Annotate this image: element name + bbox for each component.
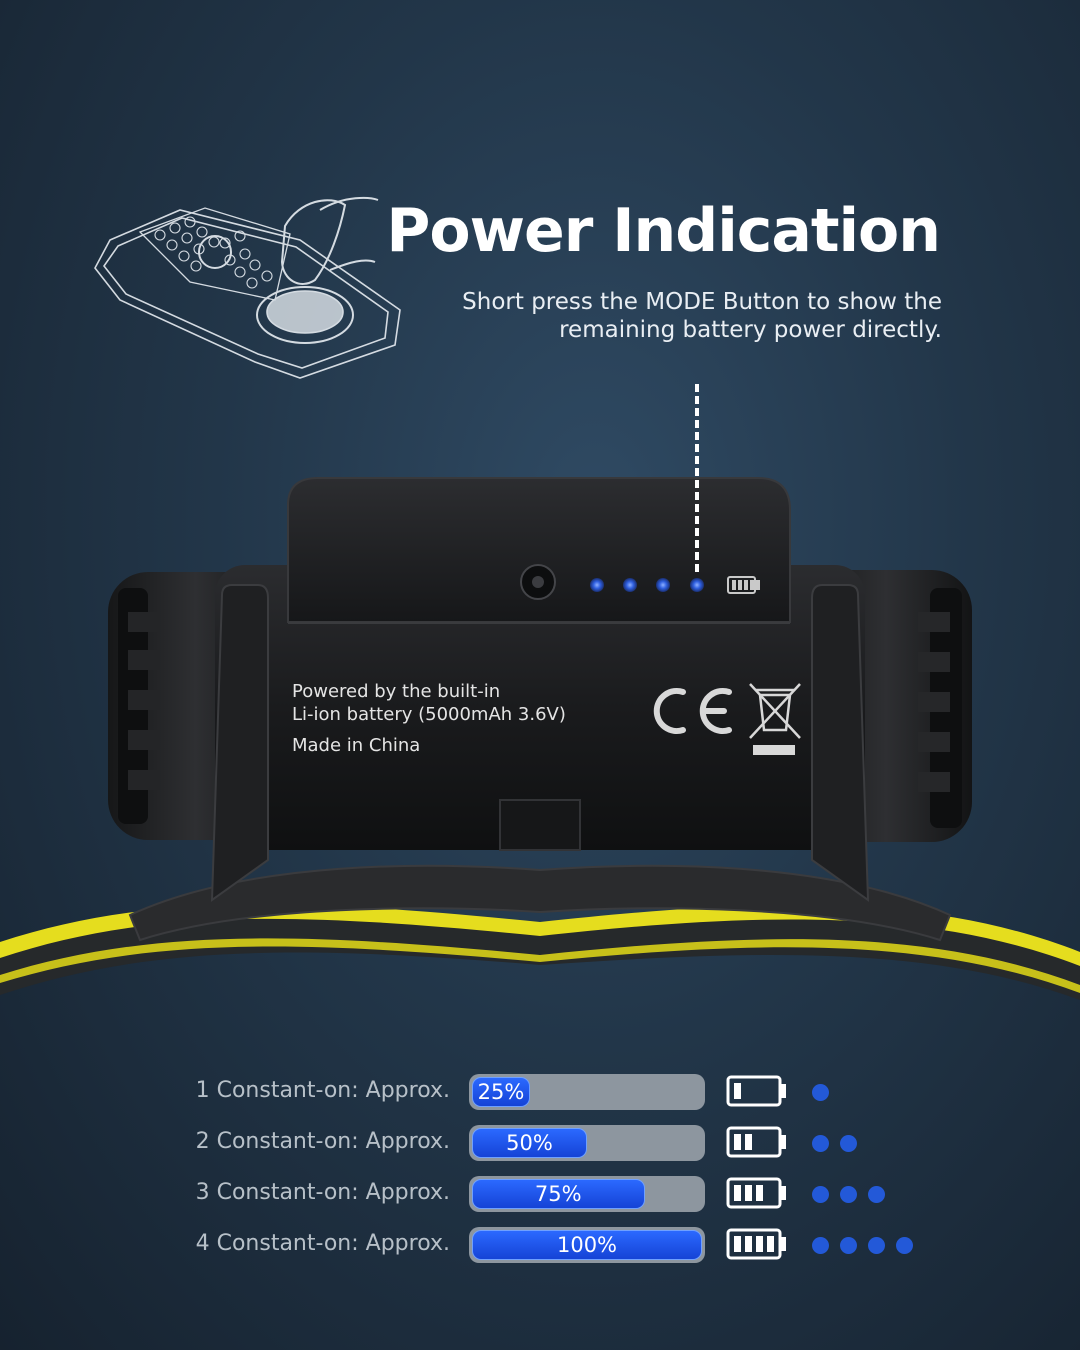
led-dot [868,1186,885,1203]
bottom-clip [499,799,581,851]
led-dot [868,1237,885,1254]
level-percent-text: 100% [556,1233,618,1257]
level-progress-fill [472,1179,645,1209]
device-label-origin: Made in China [292,735,421,756]
device-battery-icon [727,576,760,594]
lamp-body [215,565,865,850]
led-dots [812,1135,868,1153]
battery-level-row: 2 Constant-on: Approx. 50% [0,1125,1080,1176]
level-label: 4 Constant-on: Approx. [195,1231,450,1256]
led-dot [812,1135,829,1152]
battery-level-list: 1 Constant-on: Approx. 25% 2 Constant-on: … [0,1074,1080,1278]
battery-level-row: 3 Constant-on: Approx. 75% [0,1176,1080,1227]
page-subtitle: Short press the MODE Button to show the … [382,288,942,344]
level-percent-text: 75% [534,1182,582,1206]
device-label-line-2: Li-ion battery (5000mAh 3.6V) [292,704,566,725]
callout-dashed-line [695,384,699,572]
weee-bin-icon [749,683,801,755]
level-label: 2 Constant-on: Approx. [195,1129,450,1154]
battery-level-row: 4 Constant-on: Approx. 100% [0,1227,1080,1278]
battery-level-icon [726,1075,786,1107]
battery-level-icon [726,1177,786,1209]
device-label: Powered by the built-in Li-ion battery (… [292,680,566,757]
level-percent-text: 25% [477,1080,525,1104]
device-label-line-1: Powered by the built-in [292,681,501,702]
led-dot [840,1186,857,1203]
led-dot [840,1237,857,1254]
led-dot [840,1135,857,1152]
level-label: 1 Constant-on: Approx. [195,1078,450,1103]
bracket-base [128,864,952,942]
left-bracket-arm [210,584,269,902]
level-progress-fill [472,1128,587,1158]
led-dots [812,1186,896,1204]
battery-housing [287,477,791,623]
right-bracket-arm [811,584,870,902]
level-label: 3 Constant-on: Approx. [195,1180,450,1205]
subtitle-line-1: Short press the MODE Button to show the [462,289,942,315]
page-title: Power Indication [386,196,941,266]
level-percent-text: 50% [506,1131,553,1155]
level-progress-bar: 100% [469,1227,705,1263]
subtitle-line-2: remaining battery power directly. [559,317,942,343]
battery-level-icon [726,1126,786,1158]
led-dots [812,1084,840,1102]
level-progress-bar: 25% [469,1074,705,1110]
battery-level-row: 1 Constant-on: Approx. 25% [0,1074,1080,1125]
led-dot [812,1186,829,1203]
level-progress-bar: 50% [469,1125,705,1161]
button-sketch [94,196,401,379]
level-progress-fill [472,1230,702,1260]
level-progress-bar: 75% [469,1176,705,1212]
level-progress-fill [472,1077,530,1107]
led-dots [812,1237,924,1255]
led-dot [812,1237,829,1254]
battery-level-icon [726,1228,786,1260]
ce-mark-icon [653,688,732,734]
led-dot [896,1237,913,1254]
battery-leds [590,578,704,592]
head-strap [0,904,1080,1000]
led-dot [812,1084,829,1101]
